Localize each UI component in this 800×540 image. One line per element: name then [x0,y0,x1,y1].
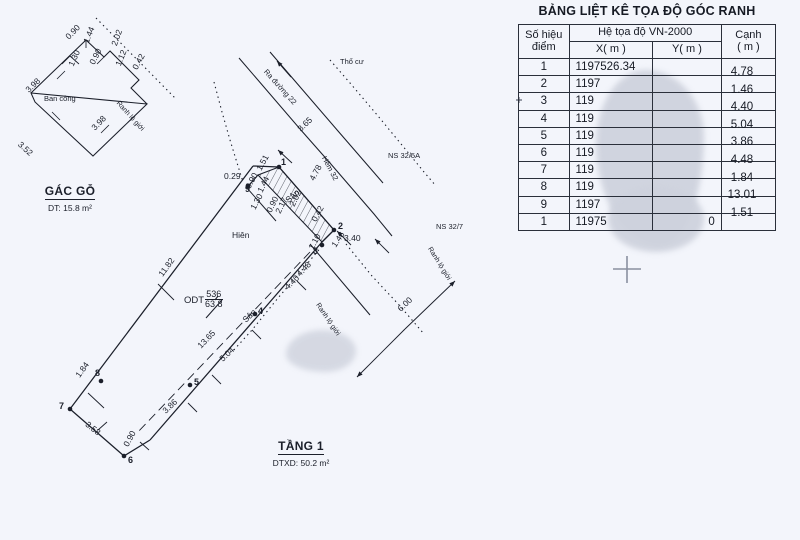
dimension-ticks [87,280,307,451]
point-label-7: 7 [59,401,65,411]
coord-cell-x: 119 [568,92,654,111]
coord-cell-y [652,109,722,128]
boundary-point-markers [67,164,337,459]
coord-cell-y [652,161,722,180]
tang1-area: DTXD: 50.2 m² [272,458,330,468]
dimension-arrows [276,60,456,378]
coord-cell-edge [720,212,777,231]
gac-go-dimension-ticks [51,70,110,134]
coord-cell-y [652,57,722,77]
coord-cell-edge [720,109,777,128]
coord-cell-edge [720,126,777,145]
point-label-6: 6 [128,455,134,465]
coord-table-title: BẢNG LIỆT KÊ TỌA ĐỘ GÓC RANH [538,4,756,18]
coord-cell-y: 0 [652,212,722,231]
coord-cell-edge [720,75,777,94]
coord-header-y: Y( m ) [652,41,722,59]
coord-cell-x: 119 [568,178,654,197]
point-label-4: 4 [258,306,264,316]
tang1-parcel-code: ODT [184,295,205,306]
point-label-1: 1 [281,157,287,167]
coord-cell-x: 119 [568,161,654,180]
gac-go-boundary-dotted [95,17,176,99]
coord-cell-y [652,75,722,94]
point-label-2: 2 [338,221,344,231]
tang1-neighbor-32-7: NS 32/7 [436,222,464,231]
coord-header-system: Hệ tọa độ VN-2000 [568,24,722,42]
coord-cell-point-id: 6 [518,143,570,163]
coord-cell-y [652,92,722,111]
boundary-dotted-right [231,59,437,353]
coord-cell-x: 1197 [568,195,654,214]
coord-cell-point-id: 3 [518,92,570,111]
coord-cell-edge [720,195,777,214]
coord-cell-x: 1197526.34 [568,57,654,77]
gacgo-room-label: Ban công [44,94,76,103]
coord-cell-x: 119 [568,126,654,145]
tang1-porch-label: Hiên [232,230,250,240]
coord-cell-y [652,195,722,214]
coord-cell-edge [720,92,777,111]
coord-cell-point-id: 5 [518,126,570,145]
gacgo-titleblock: GÁC GỖ DT: 15.8 m² [18,182,122,213]
coord-cell-edge [720,178,777,197]
tang1-title: TẦNG 1 [278,439,324,455]
coord-cell-edge [720,161,777,180]
tang1-dim-0-29: 0.29 [224,171,241,181]
coord-cell-y [652,143,722,163]
coord-cell-point-id: 8 [518,178,570,197]
coord-header-edge: Cạnh ( m ) [720,24,777,59]
tang1-neighbor-32-5a: NS 32/5A [388,151,421,160]
gacgo-area: DT: 15.8 m² [48,203,92,213]
coord-cell-point-id: 4 [518,109,570,128]
coord-cell-y [652,126,722,145]
coord-cell-edge [720,143,777,163]
coord-cell-point-id: 1 [518,212,570,231]
coord-cell-point-id: 9 [518,195,570,214]
coord-cell-x: 11975 [568,212,654,231]
coord-cell-x: 119 [568,143,654,163]
tang1-dim-3-40: 3.40 [344,233,361,243]
tang1-parcel-area: 63.8 [205,299,223,310]
coord-header-x: X( m ) [568,41,654,59]
coord-cell-x: 119 [568,109,654,128]
boundary-dotted-left [213,81,244,183]
tang1-landuse-label: Thổ cư [340,57,364,66]
gacgo-title: GÁC GỖ [44,184,96,200]
tang1-titleblock: TẦNG 1 DTXD: 50.2 m² [246,437,356,468]
coord-cell-edge [720,57,777,77]
tang1-parcel-fraction: 536 63.8 [205,289,223,310]
coord-cell-point-id: 1 [518,57,570,77]
point-label-3: 3 [313,246,319,256]
point-label-5: 5 [194,377,200,387]
coord-header-point: Số hiệu điểm [518,24,570,59]
point-label-9: 9 [245,184,251,194]
coord-cell-point-id: 7 [518,161,570,180]
coord-cell-y [652,178,722,197]
survey-cross-mark [613,256,641,283]
alley-hem32-lines [238,51,393,237]
coord-table: Số hiệu điểm Hệ tọa độ VN-2000 Cạnh ( m … [518,24,777,231]
point-label-8: 8 [95,368,101,378]
coord-cell-x: 1197 [568,75,654,94]
gac-go-detail [61,40,140,87]
tang1-parcel-number: 536 [205,289,223,301]
coord-cell-point-id: 2 [518,75,570,94]
